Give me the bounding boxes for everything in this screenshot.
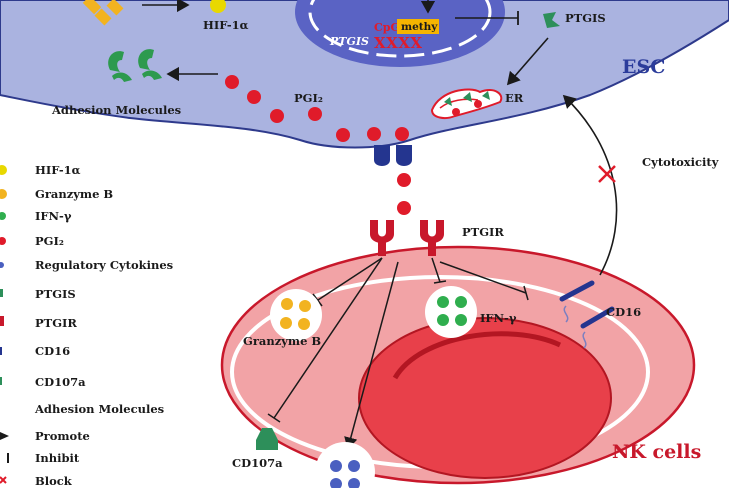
ptgir-receptor-icon: [370, 220, 444, 256]
cytokine-dot-icon: [0, 262, 4, 268]
legend-label-block: Block: [35, 474, 73, 488]
legend-label-inhibit: Inhibit: [35, 451, 80, 465]
legend-label-granzyme: Granzyme B: [35, 187, 113, 201]
legend-label-cytokines: Regulatory Cytokines: [35, 258, 173, 272]
nk-nucleus-fold: [392, 331, 562, 380]
legend-label-promote: Promote: [35, 429, 90, 443]
ifn-dot-icon: [0, 212, 6, 220]
legend-label-cd107a: CD107a: [35, 375, 86, 389]
legend-label-pgi2: PGI₂: [35, 234, 64, 248]
hif-label: HIF-1α: [203, 18, 249, 32]
legend-label-ptgis: PTGIS: [35, 287, 76, 301]
cd107a-label: CD107a: [232, 456, 283, 470]
legend-label-hif: HIF-1α: [35, 163, 81, 177]
block-cross-legend-icon: [0, 476, 7, 484]
ptgir-icon: [0, 316, 4, 326]
ptgir-signal-lines: [267, 257, 529, 450]
ptgis-icon: [0, 289, 3, 297]
nk-nucleus: [358, 317, 612, 479]
er-label: ER: [505, 91, 524, 105]
hif-dot: [210, 0, 226, 13]
ifn-label: IFN-γ: [480, 311, 517, 325]
ifn-granule: [425, 286, 477, 338]
cd16-tail: [563, 305, 587, 349]
top-left-receptor-icon: [82, 0, 124, 26]
legend-label-adhesion: Adhesion Molecules: [34, 402, 164, 416]
er-organelle: [430, 88, 503, 119]
block-cross-icon: [598, 165, 616, 183]
pgi2-dots-crossing: [397, 173, 411, 215]
pgi2-dot-icon: [0, 237, 6, 245]
esc-label: ESC: [622, 56, 665, 78]
cd16-icon: [559, 280, 615, 329]
legend-label-ifn: IFN-γ: [35, 209, 72, 223]
pgi2-dots-esc: [225, 75, 409, 142]
ptgis-gene-label: PTGIS: [329, 35, 369, 48]
esc-cell-body: [0, 0, 729, 149]
cytotoxicity-label: Cytotoxicity: [642, 155, 719, 169]
cytokine-granule: [315, 442, 375, 492]
ptgis-protein-label: PTGIS: [565, 11, 606, 25]
nuclear-envelope: [308, 0, 492, 58]
cd107a-icon: [256, 428, 278, 450]
adhesion-molecule-icon: [108, 49, 162, 82]
methy-label: methy: [401, 21, 438, 33]
legend-label-cd16: CD16: [35, 344, 70, 358]
ptgis-to-er-arrow: [506, 37, 549, 86]
granzyme-label: Granzyme B: [243, 334, 321, 348]
granzyme-dots: [280, 298, 311, 330]
methylation-marks: XXXX: [374, 34, 423, 52]
nk-cells-label: NK cells: [612, 441, 701, 463]
promote-arrow-icon: [0, 432, 9, 440]
cd16-label: CD16: [606, 305, 641, 319]
ptgis-protein-icon: [543, 12, 560, 28]
cytokine-dots: [330, 460, 360, 490]
cytotoxicity-arrow: [562, 94, 618, 276]
ptgir-label: PTGIR: [462, 225, 504, 239]
granzyme-dot-icon: [0, 189, 7, 199]
hif-dot-icon: [0, 165, 7, 175]
adhesion-label: Adhesion Molecules: [51, 103, 181, 117]
ifn-dots: [437, 296, 467, 326]
legend: HIF-1α Granzyme B IFN-γ PGI₂ Regulatory …: [0, 163, 173, 488]
cd16-icon-legend: [0, 347, 2, 355]
esc-transporter-icon: [374, 145, 412, 166]
pgi2-label: PGI₂: [294, 91, 323, 105]
cpg-label: CpG: [374, 21, 400, 34]
legend-label-ptgir: PTGIR: [35, 316, 77, 330]
methy-box: [397, 19, 439, 34]
cd107a-icon-legend: [0, 377, 2, 385]
